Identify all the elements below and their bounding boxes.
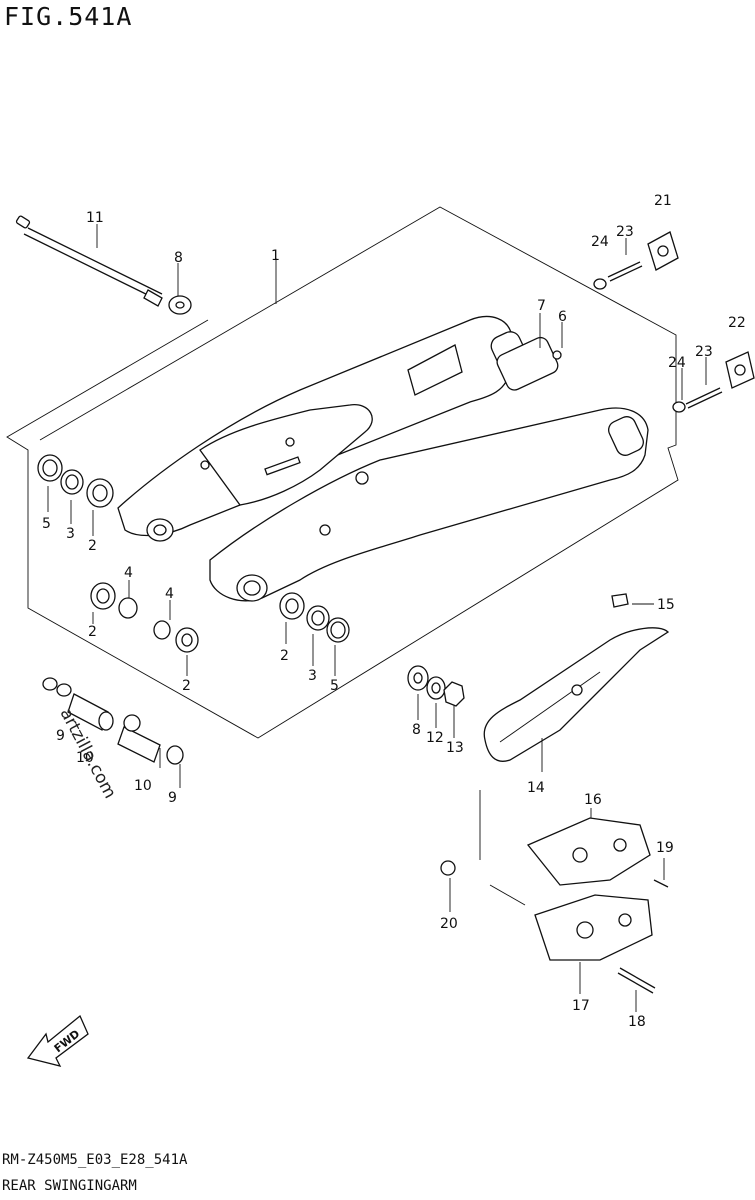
- callout-8: 8: [174, 250, 183, 266]
- chain-adjusters: [593, 231, 755, 413]
- callout-21: 21: [654, 193, 672, 209]
- callout-13: 13: [446, 740, 464, 756]
- mid-bearing-stack: [90, 582, 199, 653]
- callout-6: 6: [558, 309, 567, 325]
- pad-plate: [496, 336, 562, 391]
- callout-10: 10: [134, 778, 152, 794]
- callout-19: 19: [656, 840, 674, 856]
- callout-7: 7: [537, 298, 546, 314]
- callout-17: 17: [572, 998, 590, 1014]
- callout-5: 5: [330, 678, 339, 694]
- figure-title: FIG.541A: [4, 2, 133, 31]
- callout-9: 9: [168, 790, 177, 806]
- callout-4: 4: [165, 586, 174, 602]
- assembly-boundary: [6, 206, 679, 739]
- leader-lines: [47, 224, 707, 1012]
- chain-guide: [483, 593, 670, 762]
- left-bearing-stack: [37, 454, 114, 508]
- callout-2: 2: [182, 678, 191, 694]
- callouts: 11 8 1 21 24 23 7 6 22 24 23 5 3 2 4 2 4…: [42, 193, 746, 1030]
- footer-title: REAR SWINGINGARM: [2, 1178, 137, 1194]
- callout-2: 2: [280, 648, 289, 664]
- callout-23: 23: [616, 224, 634, 240]
- callout-16: 16: [584, 792, 602, 808]
- footer-code: RM-Z450M5_E03_E28_541A: [2, 1152, 188, 1168]
- callout-9: 9: [56, 728, 65, 744]
- pivot-nut-stack: [407, 665, 465, 707]
- callout-1: 1: [271, 248, 280, 264]
- callout-2: 2: [88, 624, 97, 640]
- callout-12: 12: [426, 730, 444, 746]
- callout-20: 20: [440, 916, 458, 932]
- guide-bracket: [440, 817, 669, 994]
- collar-stack: [42, 677, 184, 765]
- callout-11: 11: [86, 210, 104, 226]
- callout-8: 8: [412, 722, 421, 738]
- right-bearing-stack: [279, 592, 350, 643]
- callout-4: 4: [124, 565, 133, 581]
- pivot-shaft: [15, 215, 163, 307]
- callout-3: 3: [308, 668, 317, 684]
- callout-10: 10: [76, 750, 94, 766]
- callout-5: 5: [42, 516, 51, 532]
- callout-18: 18: [628, 1014, 646, 1030]
- callout-3: 3: [66, 526, 75, 542]
- callout-23: 23: [695, 344, 713, 360]
- callout-22: 22: [728, 315, 746, 331]
- fwd-arrow-icon: FWD: [26, 1014, 89, 1067]
- callout-2: 2: [88, 538, 97, 554]
- callout-15: 15: [657, 597, 675, 613]
- callout-14: 14: [527, 780, 545, 796]
- swingarm: [117, 315, 649, 602]
- callout-24: 24: [591, 234, 609, 250]
- callout-24: 24: [668, 355, 686, 371]
